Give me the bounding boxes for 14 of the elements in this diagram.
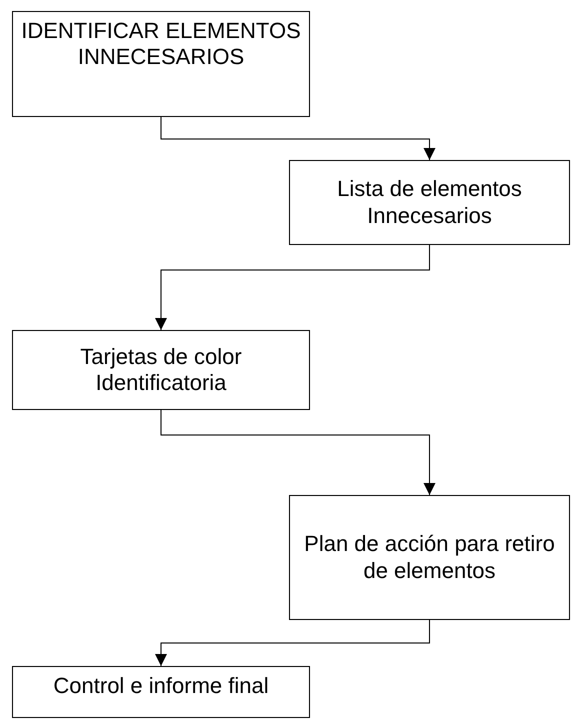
arrow [160,116,436,160]
process-box [289,495,570,620]
process-box [12,330,310,410]
process-box [12,11,310,117]
process-box [289,160,570,245]
process-box [12,666,310,718]
arrow [155,620,430,666]
arrow [155,244,430,330]
box-label: Control e informe final [52,673,270,700]
box-label: IDENTIFICAR ELEMENTOS INNECESARIOS [20,18,302,71]
box-label: Lista de elementos Innecesarios [336,176,523,229]
arrow [160,410,436,496]
box-label: Tarjetas de color Identificatoria [79,344,243,396]
box-label: Plan de acción para retiro de elementos [303,531,556,584]
